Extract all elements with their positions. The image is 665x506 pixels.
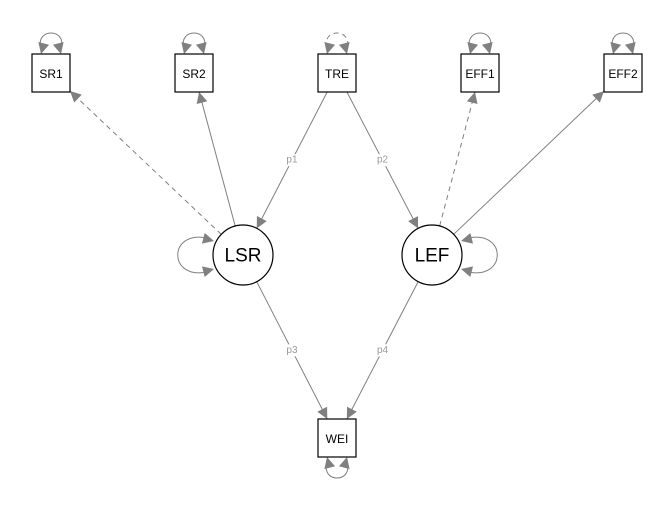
edges-layer (38, 32, 636, 479)
edge-label-p2: p2 (377, 155, 389, 166)
edge-label-background (375, 344, 390, 357)
node-label: LEF (415, 246, 450, 267)
edge-lsr-to-sr2 (198, 91, 236, 227)
variance-loop-lsr (177, 236, 208, 274)
variance-arrowhead-tre-icon (324, 41, 336, 54)
latent-variable-circle (401, 224, 463, 286)
arrowhead-lef-icon (408, 216, 419, 229)
node-label: EFF1 (465, 67, 495, 81)
edge-lsr-to-sr1 (69, 90, 222, 235)
variance-arrowhead-eff2-icon (610, 41, 622, 54)
variance-arrowhead-sr1-icon (52, 41, 64, 54)
edge-lef-to-eff1 (439, 91, 476, 227)
variance-arrowhead-eff1-icon (481, 41, 493, 54)
node-label: SR2 (182, 67, 206, 81)
variance-arrowhead-sr2-icon (195, 41, 207, 54)
edge-lef-to-eff2 (453, 90, 605, 235)
edge-label-background (284, 154, 299, 167)
observed-variable-box (174, 53, 214, 93)
variance-arrowhead-lsr-icon (201, 232, 214, 244)
node-sr2: SR2 (174, 53, 214, 93)
node-lsr: LSR (212, 224, 274, 286)
edge-labels-layer: p1 p2 p3 p4 (284, 154, 390, 357)
variance-arrowhead-lef-icon (461, 266, 474, 278)
arrowhead-eff1-icon (466, 92, 478, 105)
node-label: SR1 (39, 67, 63, 81)
variance-loop-lef (467, 236, 498, 274)
node-label: WEI (326, 432, 349, 446)
edge-label-p3: p3 (286, 345, 298, 356)
observed-variable-box (603, 53, 643, 93)
node-label: EFF2 (608, 67, 638, 81)
node-label: LSR (225, 246, 262, 267)
arrowhead-sr1-icon (70, 91, 82, 103)
edge-label-p4: p4 (377, 345, 389, 356)
node-wei: WEI (317, 418, 357, 458)
variance-arrowhead-wei-icon (338, 457, 350, 470)
variance-arrowhead-tre-icon (338, 41, 350, 54)
node-sr1: SR1 (31, 53, 71, 93)
arrowhead-wei-icon (346, 406, 357, 419)
arrowhead-lsr-icon (256, 216, 267, 229)
edge-label-background (284, 344, 299, 357)
observed-variable-box (460, 53, 500, 93)
arrowhead-eff2-icon (592, 91, 604, 103)
observed-variable-box (317, 418, 357, 458)
arrowhead-sr2-icon (196, 92, 208, 105)
arrowhead-wei-icon (317, 406, 328, 419)
node-lef: LEF (401, 224, 463, 286)
node-eff1: EFF1 (460, 53, 500, 93)
variance-arrowhead-eff1-icon (467, 41, 479, 54)
variance-arrowhead-sr2-icon (181, 41, 193, 54)
variance-arrowhead-lsr-icon (201, 266, 214, 278)
node-eff2: EFF2 (603, 53, 643, 93)
edge-label-background (375, 154, 390, 167)
node-tre: TRE (317, 53, 357, 93)
edge-label-p1: p1 (286, 155, 298, 166)
observed-variable-box (317, 53, 357, 93)
variance-arrowhead-eff2-icon (624, 41, 636, 54)
variance-arrowhead-lef-icon (461, 232, 474, 244)
observed-variable-box (31, 53, 71, 93)
latent-variable-circle (212, 224, 274, 286)
variance-arrowhead-wei-icon (324, 457, 336, 470)
node-label: TRE (325, 67, 349, 81)
variance-arrowhead-sr1-icon (38, 41, 50, 54)
